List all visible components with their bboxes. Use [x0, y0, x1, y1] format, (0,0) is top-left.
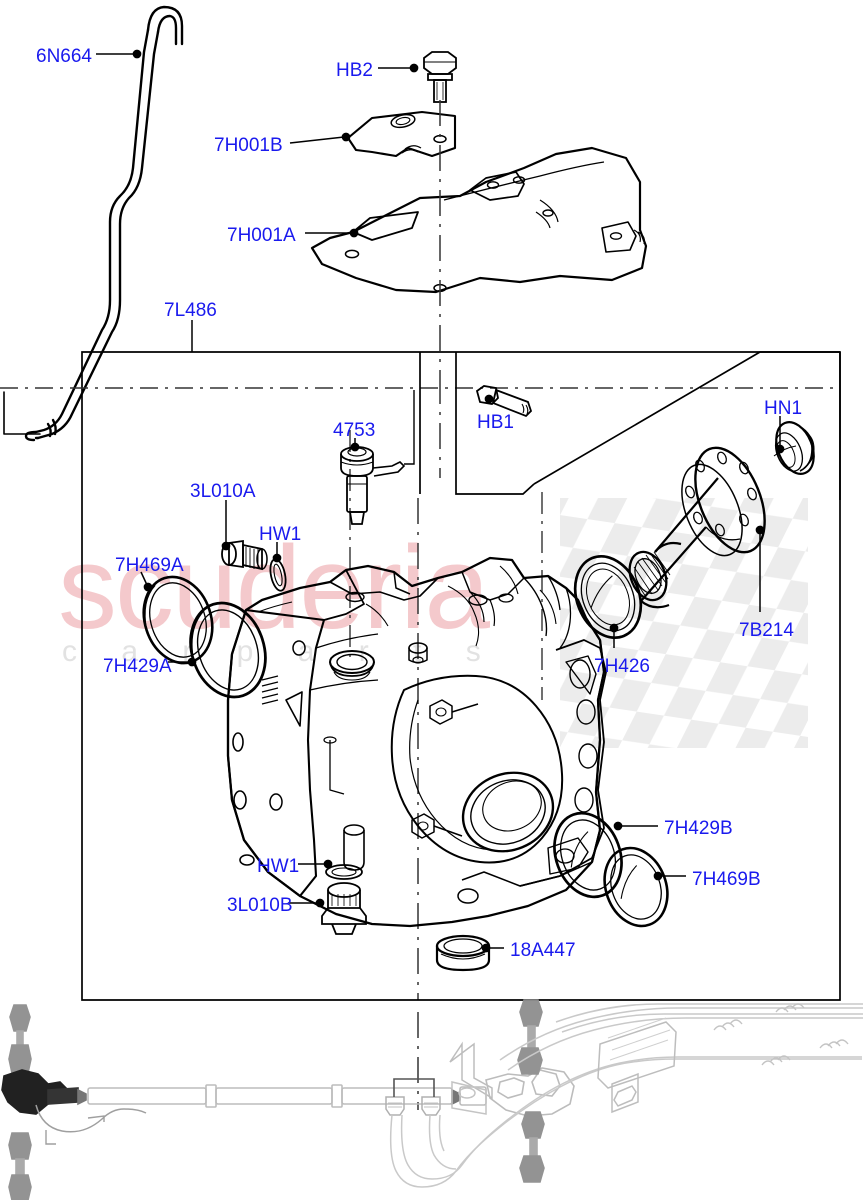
callout-7h429b[interactable]: 7H429B: [664, 818, 733, 839]
callout-4753[interactable]: 4753: [333, 420, 376, 441]
callout-7h429a[interactable]: 7H429A: [103, 656, 172, 677]
callout-7h426[interactable]: 7H426: [594, 656, 650, 677]
part-hb1-bolt: [475, 385, 533, 418]
part-differential-housing: [226, 556, 607, 928]
callout-6n664[interactable]: 6N664: [36, 46, 92, 67]
callout-7h001b[interactable]: 7H001B: [214, 135, 283, 156]
sensor-leader-line: [404, 390, 415, 465]
callout-7l486[interactable]: 7L486: [164, 300, 217, 321]
part-7h426-seal: [573, 555, 643, 639]
inner-box-right: [533, 351, 841, 500]
part-hn1-seal-cap: [773, 421, 815, 475]
callout-3l010b[interactable]: 3L010B: [227, 895, 293, 916]
part-7h469b-seal: [603, 846, 669, 928]
housing-detail-lines: [257, 565, 557, 647]
part-hw1-washer-lower: [325, 864, 363, 880]
callout-hb1[interactable]: HB1: [477, 412, 514, 433]
ghost-cooler-hose-assembly: [385, 1003, 863, 1188]
part-18a447-collar: [435, 934, 491, 972]
callout-hb2[interactable]: HB2: [336, 60, 373, 81]
inner-box-hb1: [419, 352, 535, 495]
callout-7b214[interactable]: 7B214: [739, 620, 794, 641]
callout-7h001a[interactable]: 7H001A: [227, 225, 296, 246]
part-7b214-output-flange: [628, 446, 766, 609]
part-hb2-bolt: [423, 51, 457, 103]
center-axis-line: [417, 100, 441, 1110]
callout-18a447[interactable]: 18A447: [510, 940, 576, 961]
leader-lines: [96, 49, 785, 953]
ghost-driveshaft-assembly: [1, 999, 575, 1200]
callout-hw1-upper[interactable]: HW1: [259, 524, 302, 545]
part-7h001b-bracket: [346, 110, 457, 158]
part-6n664-vent-hose: [3, 5, 184, 442]
callout-hw1-lower[interactable]: HW1: [257, 856, 300, 877]
callout-hn1[interactable]: HN1: [764, 398, 803, 419]
part-7h001a-heat-shield: [310, 146, 648, 294]
callout-7h469b[interactable]: 7H469B: [692, 869, 761, 890]
secondary-axis-line: [349, 430, 543, 700]
callout-3l010a[interactable]: 3L010A: [190, 481, 256, 502]
callout-7h469a[interactable]: 7H469A: [115, 555, 184, 576]
part-3l010b-plug: [321, 882, 367, 935]
part-hw1-washer-upper: [269, 558, 287, 592]
part-7h429b-seal: [553, 811, 623, 899]
